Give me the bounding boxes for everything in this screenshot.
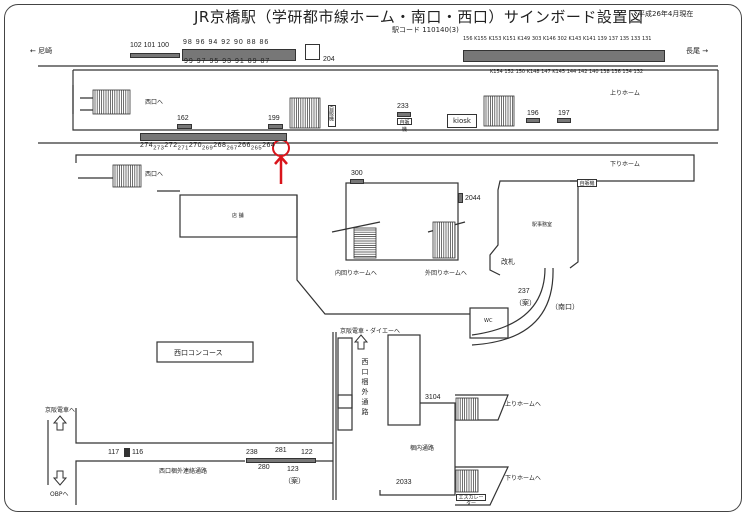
sign-204-label: 204 xyxy=(323,56,335,63)
sign-300: 300 xyxy=(351,170,363,177)
sign-237: 237 xyxy=(518,288,530,295)
south-exit-label: （南口） xyxy=(551,303,579,311)
sign-280: 280 xyxy=(258,464,270,471)
sign-123-note: （案） xyxy=(284,477,305,485)
sign-row-left-upper-1: 102 101 100 xyxy=(130,42,169,49)
down-platform-label: 下りホーム xyxy=(610,161,640,168)
station-code: 駅コード 110140(3) xyxy=(392,26,459,34)
sign-box-204 xyxy=(305,44,320,60)
sign-197-bar xyxy=(557,118,571,123)
direction-right: 長尾 → xyxy=(686,47,709,55)
connection-sign-bar xyxy=(246,458,316,463)
connection-path-label: 西口梱外連絡通路 xyxy=(159,468,208,475)
up-platform-to-label: 上りホームへ xyxy=(505,401,541,408)
sign-117-116-bar xyxy=(124,448,130,457)
kiosk: kiosk xyxy=(447,114,477,128)
shop-label: 店 舗 xyxy=(232,213,244,219)
page-title: JR京橋駅（学研都市線ホーム・南口・西口）サインボード設置図 xyxy=(194,8,644,26)
down-platform-to-label: 下りホームへ xyxy=(505,475,541,482)
vending-machine-3: 自販機 xyxy=(577,179,597,187)
sign-row-right-upper: 156 K155 K153 K151 K149 303 K146 302 K14… xyxy=(463,36,652,42)
up-platform-label: 上りホーム xyxy=(610,90,640,97)
direction-left: ← 尼崎 xyxy=(30,47,53,55)
sign-2044: 2044 xyxy=(465,195,481,202)
sign-2044-bar xyxy=(458,193,463,203)
west-concourse-label: 西口コンコース xyxy=(174,349,223,357)
outer-loop-label: 外回りホームへ xyxy=(425,270,467,277)
up-west-exit-label: 西口へ xyxy=(145,99,164,106)
station-office-label: 駅事務室 xyxy=(532,222,553,228)
inner-loop-label: 内回りホームへ xyxy=(335,270,377,277)
sign-196-bar xyxy=(526,118,540,123)
sign-162: 162 xyxy=(177,115,189,122)
sign-2033: 2033 xyxy=(396,479,412,486)
ticket-gate-label: 改札 xyxy=(501,258,515,266)
sign-300-bar xyxy=(350,179,364,184)
arrow-right-icon: → xyxy=(702,47,709,55)
sign-196: 196 xyxy=(527,110,539,117)
highlighted-sign-264: 264 xyxy=(262,142,276,149)
date-label: 平成26年4月現在 xyxy=(638,10,694,18)
keihan-label: 京阪電車へ xyxy=(45,407,76,414)
arrow-left-icon: ← xyxy=(30,47,36,55)
down-west-exit-label: 西口へ xyxy=(145,171,164,178)
inside-path-label: 梱内通路 xyxy=(410,445,435,452)
mid-sign-bar xyxy=(140,133,287,141)
map-frame xyxy=(4,4,742,512)
wc-label: WC xyxy=(484,318,493,324)
escalator-label: エスカレーター xyxy=(456,494,486,507)
sign-116: 116 xyxy=(132,449,144,456)
sign-162-bar xyxy=(177,124,192,129)
obp-label: OBPへ xyxy=(50,491,69,498)
sign-123: 123 xyxy=(287,466,299,473)
sign-bar-left-b xyxy=(182,49,296,61)
keihan-daiei-label: 京阪電車・ダイエーへ xyxy=(340,328,400,335)
sign-197: 197 xyxy=(558,110,570,117)
sign-bar-right xyxy=(463,50,665,62)
sign-122: 122 xyxy=(301,449,313,456)
sign-281: 281 xyxy=(275,447,287,454)
sign-233: 233 xyxy=(397,103,409,110)
outside-path-label: 西口梱外通路 xyxy=(361,358,369,418)
sign-233-bar xyxy=(397,112,411,117)
vending-machine-2: 自販機 xyxy=(397,118,412,133)
sign-199-bar xyxy=(268,124,283,129)
sign-117: 117 xyxy=(108,449,120,456)
sign-3104: 3104 xyxy=(425,394,441,401)
sign-237-note: （案） xyxy=(515,299,536,307)
sign-199: 199 xyxy=(268,115,280,122)
vending-machine-1: 自販機 xyxy=(328,105,336,127)
sign-row-left-lower: 99 97 95 93 91 89 87 xyxy=(184,58,271,65)
sign-row-left-upper-2: 98 96 94 92 90 88 86 xyxy=(183,39,270,46)
mid-signs-row: 274273272271270269268267266265264 xyxy=(140,142,276,152)
sign-bar-left-a xyxy=(130,53,180,58)
sign-238: 238 xyxy=(246,449,258,456)
sign-row-right-lower: K154 152 150 K148 147 K145 144 142 140 1… xyxy=(490,69,644,75)
